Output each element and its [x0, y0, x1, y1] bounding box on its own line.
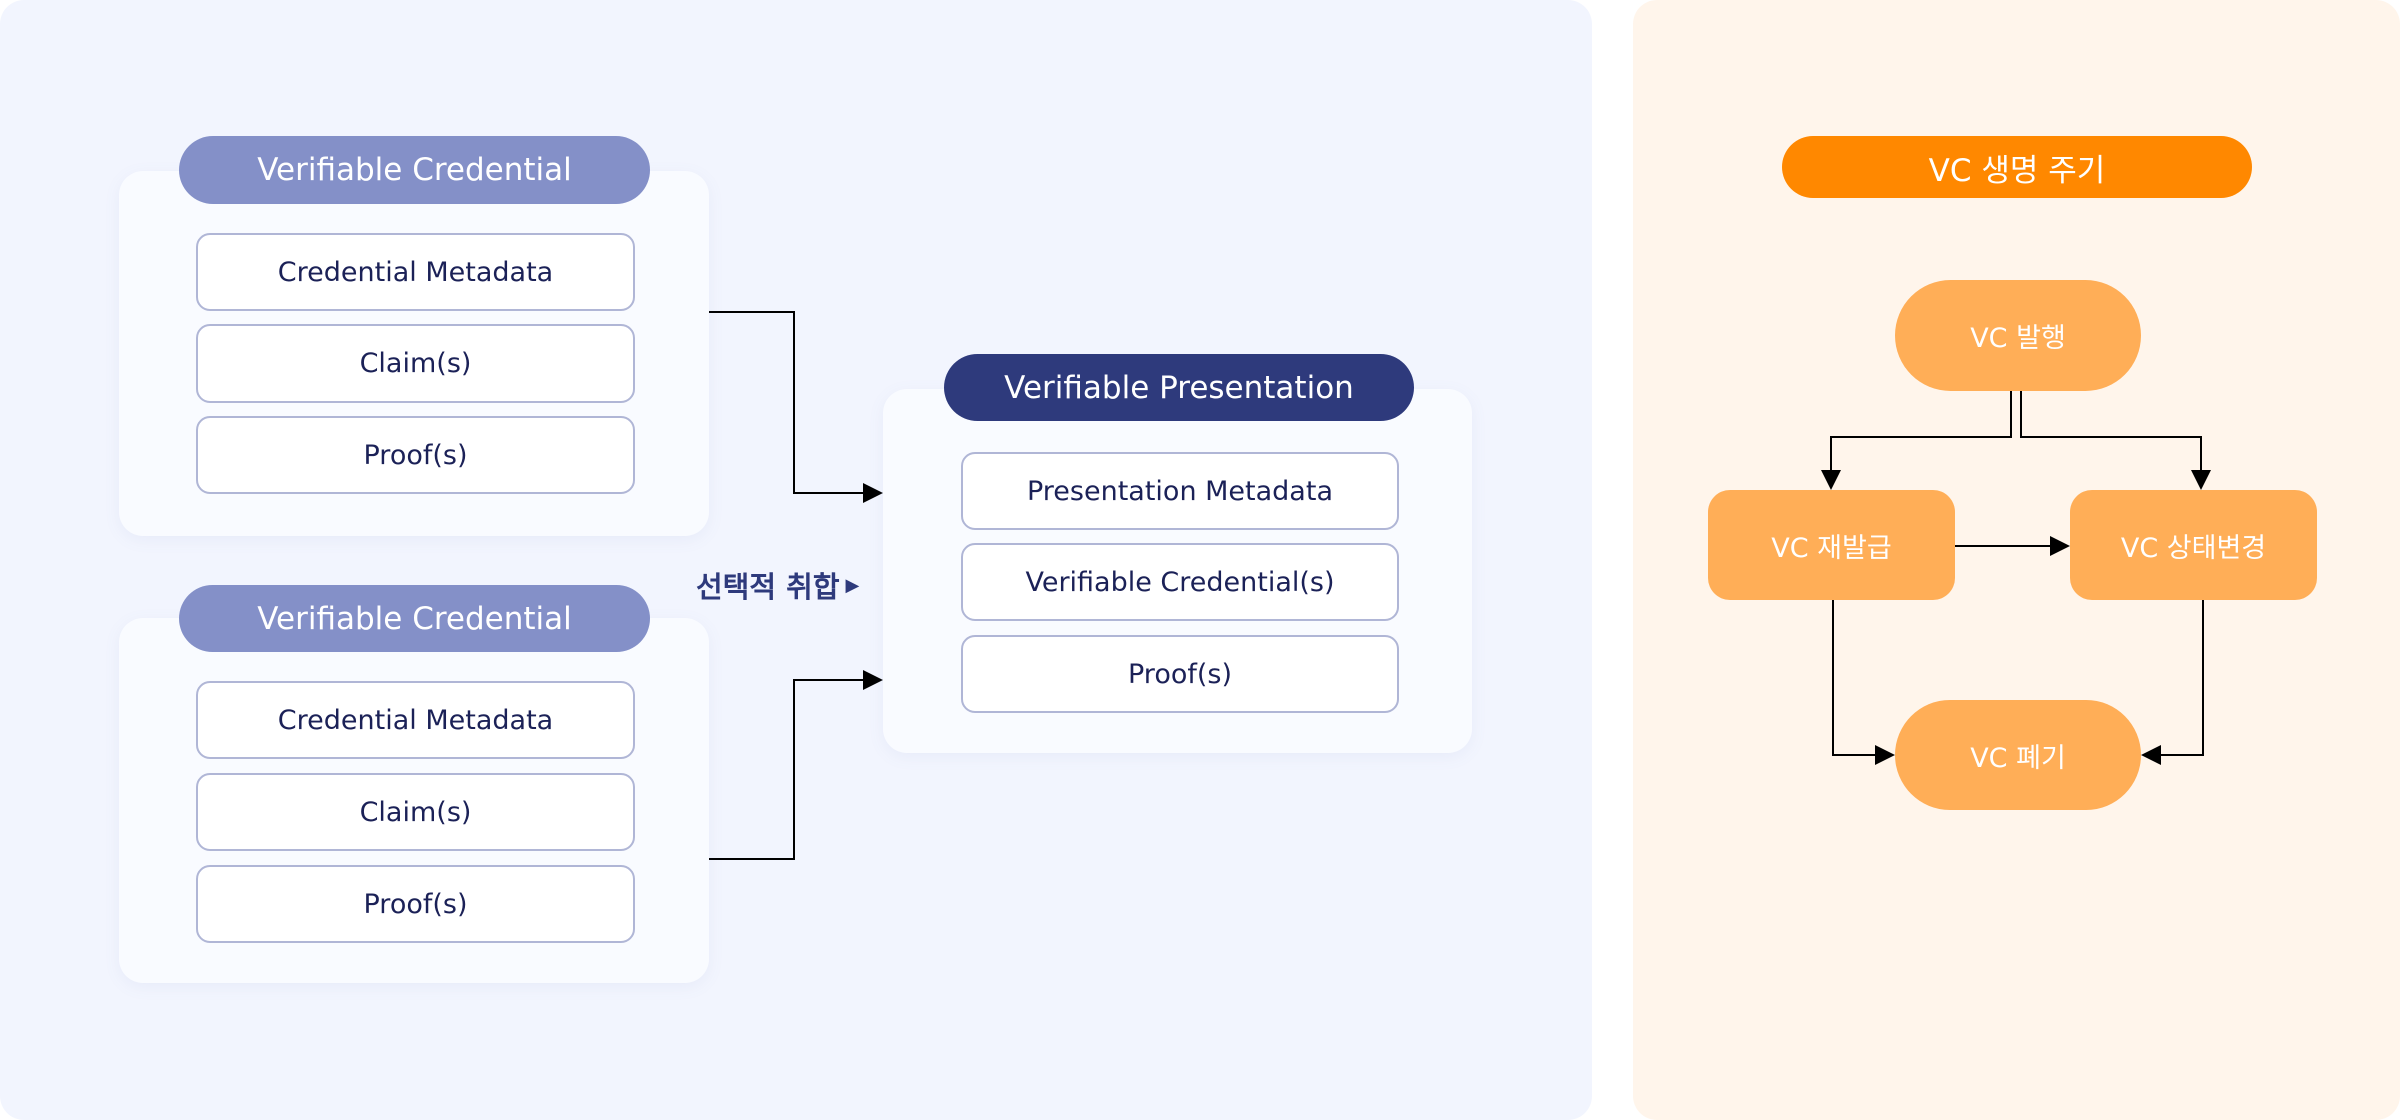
node-status-change: VC 상태변경	[2070, 490, 2317, 600]
vp-proofs: Proof(s)	[961, 635, 1399, 713]
vp-verifiable-credentials: Verifiable Credential(s)	[961, 543, 1399, 621]
triangle-right-icon: ▶	[845, 574, 860, 596]
vc2-credential-metadata: Credential Metadata	[196, 681, 635, 759]
vc2-claims: Claim(s)	[196, 773, 635, 851]
node-issue: VC 발행	[1895, 280, 2141, 391]
selective-aggregation-label: 선택적 취합 ▶	[696, 565, 859, 605]
vc1-proofs: Proof(s)	[196, 416, 635, 494]
lifecycle-title: VC 생명 주기	[1782, 136, 2252, 198]
selective-aggregation-text: 선택적 취합	[696, 570, 840, 604]
arrow-vc1-to-vp	[709, 311, 883, 503]
vc-card-2-title: Verifiable Credential	[179, 585, 650, 652]
arrow-issue-to-reissue	[1821, 391, 2012, 490]
arrow-vc2-to-vp	[709, 670, 883, 860]
node-reissue: VC 재발급	[1708, 490, 1955, 600]
arrow-status-to-revoke	[2141, 600, 2204, 765]
vp-card-title: Verifiable Presentation	[944, 354, 1414, 421]
arrow-issue-to-status	[2020, 391, 2211, 490]
arrow-reissue-to-revoke	[1832, 600, 1895, 765]
node-revoke: VC 폐기	[1895, 700, 2141, 810]
vc-card-1-title: Verifiable Credential	[179, 136, 650, 204]
vc1-claims: Claim(s)	[196, 324, 635, 403]
vp-presentation-metadata: Presentation Metadata	[961, 452, 1399, 530]
vc1-credential-metadata: Credential Metadata	[196, 233, 635, 311]
vc2-proofs: Proof(s)	[196, 865, 635, 943]
